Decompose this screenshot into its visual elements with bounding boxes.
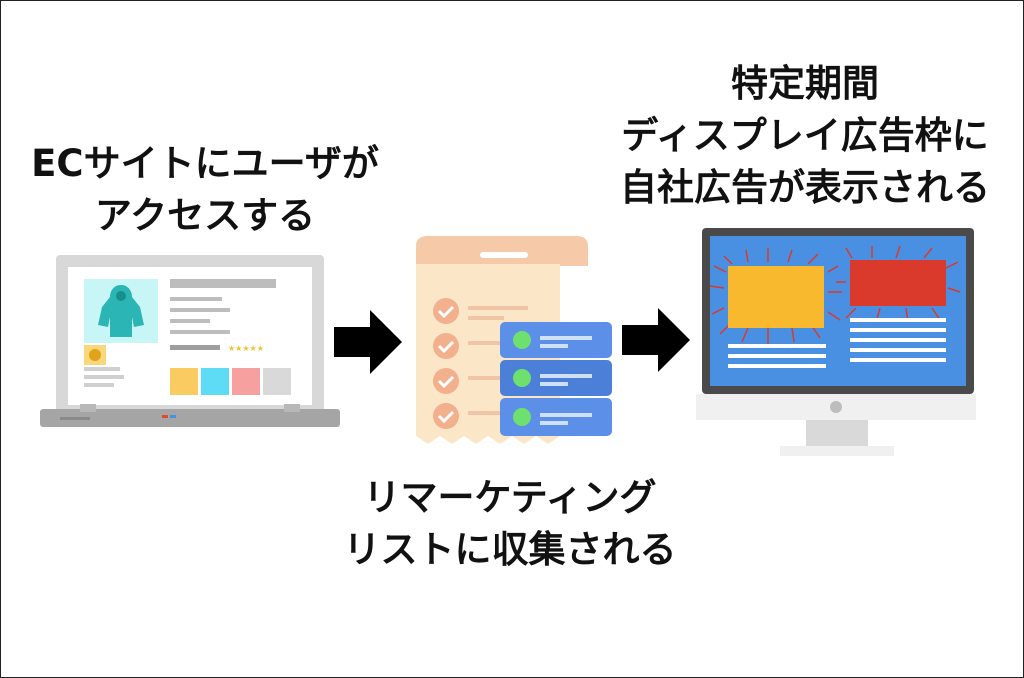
right-arrow-icon (334, 310, 402, 374)
check-circle-icon (433, 333, 459, 359)
ec-access-label: ECサイトにユーザが アクセスする (0, 138, 410, 242)
desktop-monitor-ad-icon (696, 228, 976, 456)
check-circle-icon (433, 298, 459, 324)
check-circle-icon (433, 368, 459, 394)
svg-text:★★★★★: ★★★★★ (228, 344, 264, 353)
remarketing-line-1: リマーケティング (363, 476, 657, 519)
remarketing-label: リマーケティング リストに収集される (300, 472, 720, 576)
right-arrow-icon (622, 308, 690, 372)
ec-access-line-2: アクセスする (94, 194, 316, 237)
red-ad-banner (836, 245, 961, 323)
display-ads-line-2: ディスプレイ広告枠に (621, 114, 989, 157)
database-server-icon (500, 322, 612, 436)
laptop-shop-icon: ★★★★★ (40, 255, 340, 427)
remarketing-line-2: リストに収集される (343, 528, 677, 571)
yellow-ad-banner (709, 248, 842, 344)
display-ads-line-3: 自社広告が表示される (620, 166, 990, 209)
ec-access-line-1: ECサイトにユーザが (31, 142, 379, 185)
display-ads-label: 特定期間 ディスプレイ広告枠に 自社広告が表示される (590, 58, 1020, 214)
check-circle-icon (433, 403, 459, 429)
display-ads-line-1: 特定期間 (731, 62, 879, 105)
